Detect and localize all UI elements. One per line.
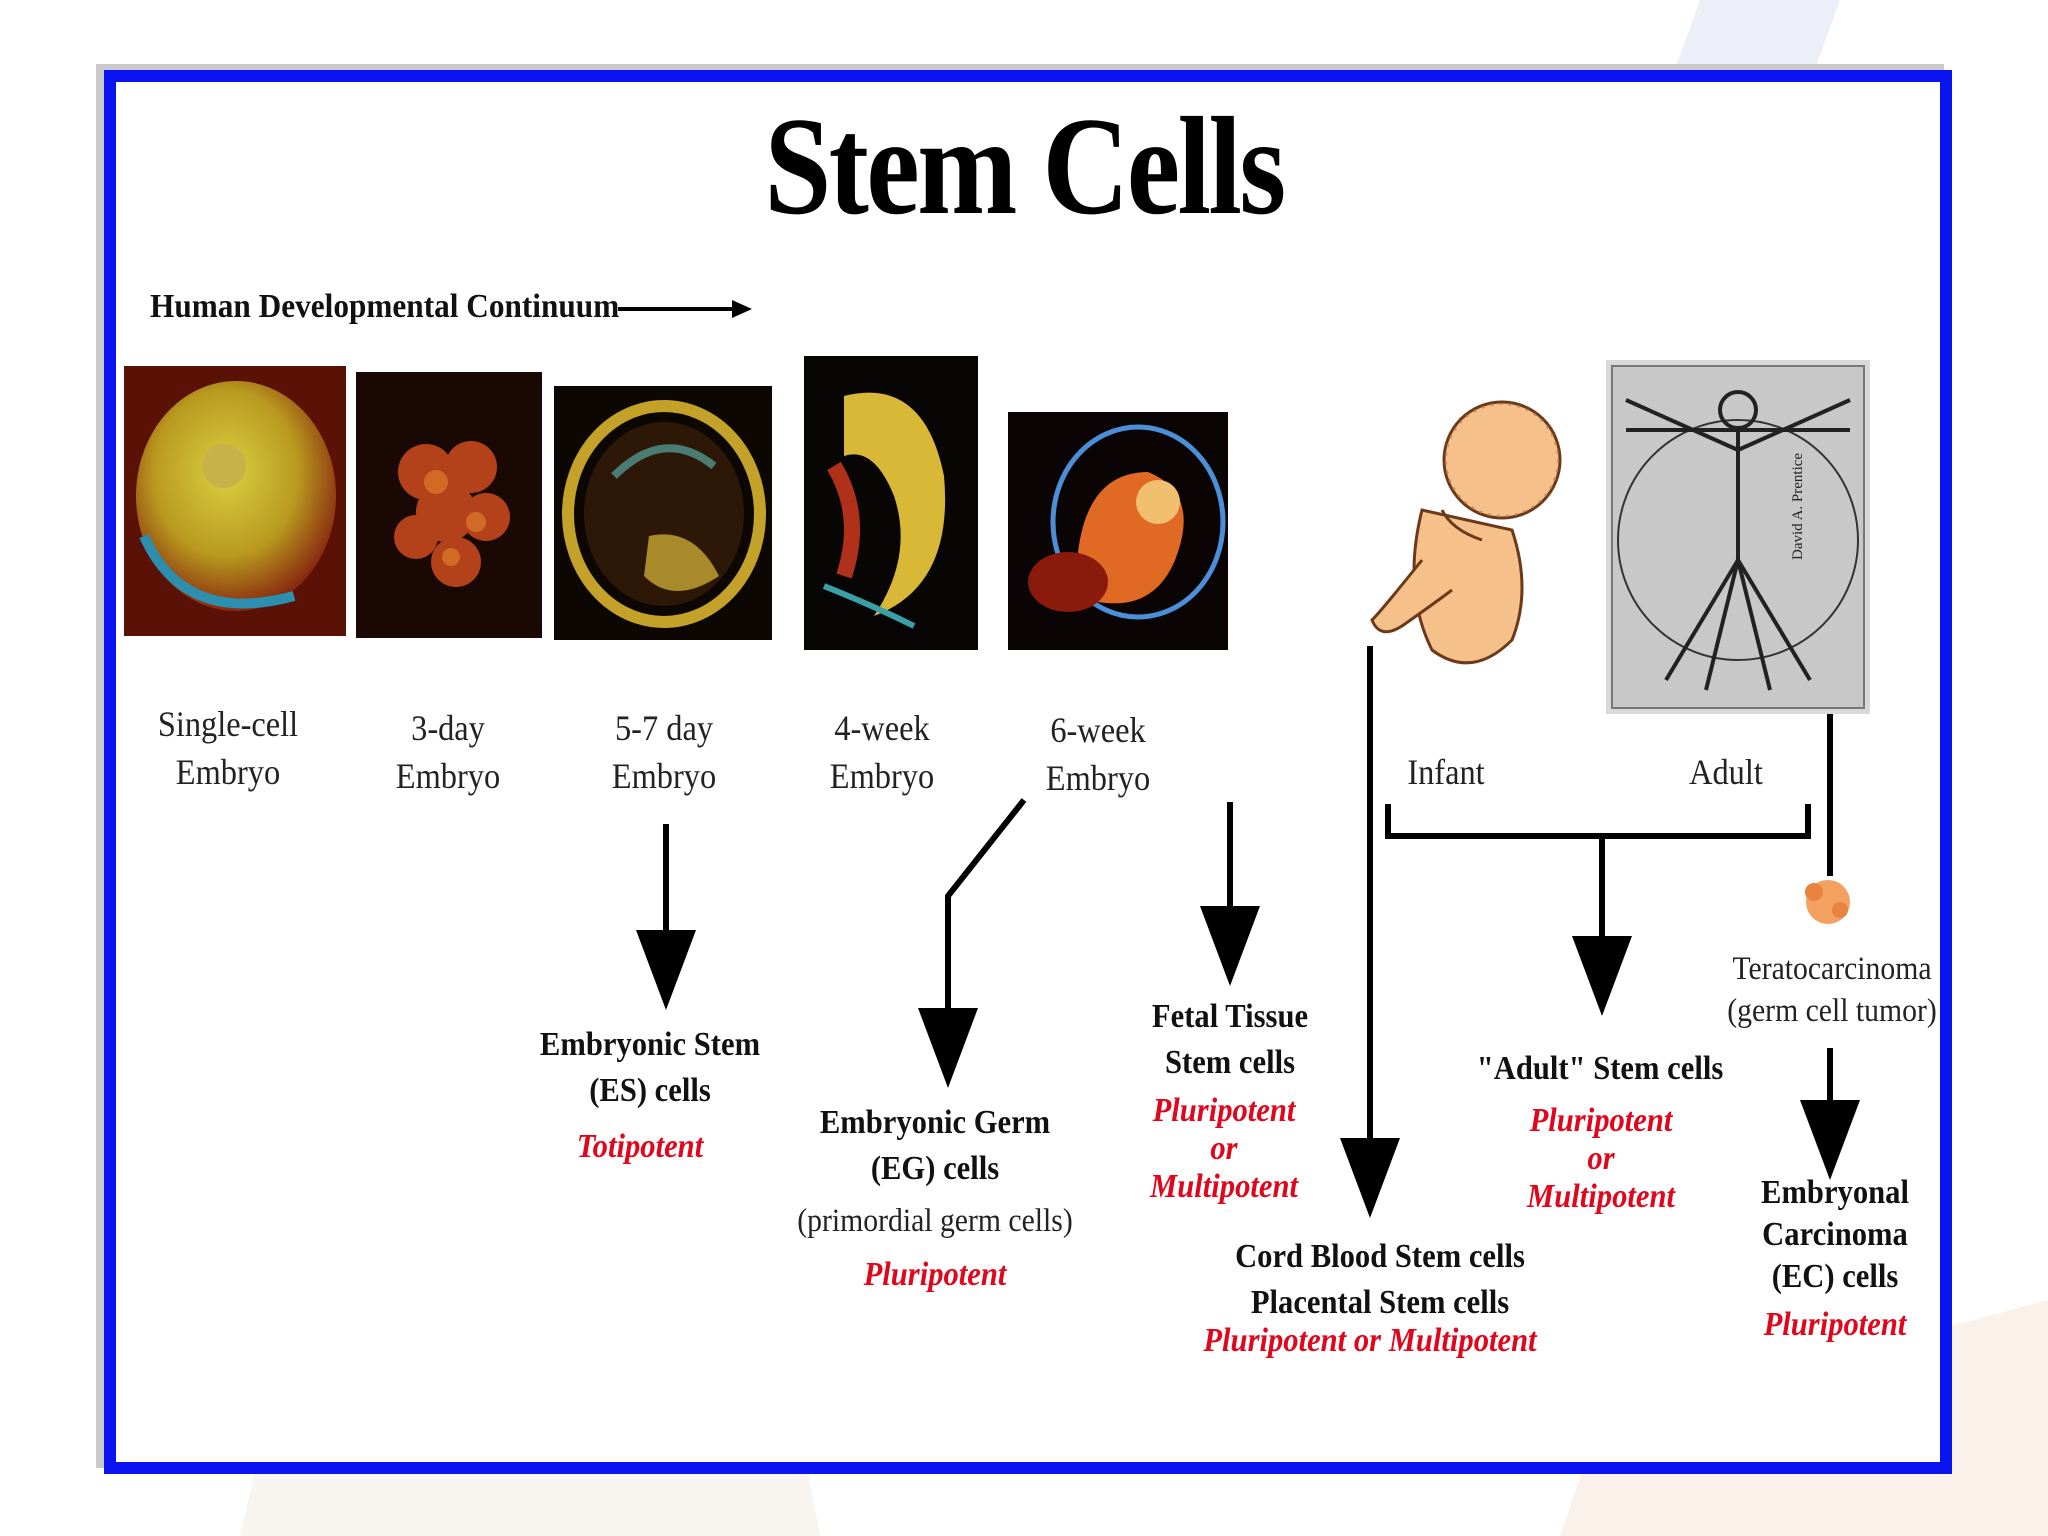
- eg-cells-note: (primordial germ cells): [797, 1203, 1073, 1239]
- cord-placental-cells-name: Cord Blood Stem cells Placental Stem cel…: [1235, 1238, 1525, 1321]
- slide-frame: [104, 70, 1952, 1474]
- arrow-cord-head: [1340, 1138, 1400, 1218]
- page-title: Stem Cells: [764, 89, 1286, 244]
- adult-vitruvian-illustration: [1606, 360, 1870, 714]
- arrow-adult-head: [1572, 936, 1632, 1016]
- eg-cells-name: Embryonic Germ (EG) cells: [819, 1104, 1051, 1187]
- arrow-ec-head: [1800, 1100, 1860, 1180]
- teratocarcinoma-label: Teratocarcinoma (germ cell tumor): [1727, 951, 1937, 1029]
- embryo-image-single-cell: [124, 366, 346, 636]
- arrow-eg-line: [945, 798, 1027, 1016]
- bracket-infant-adult: [1385, 804, 1811, 839]
- embryo-image-4-week: [804, 356, 978, 650]
- fetal-cells-potency: Pluripotent or Multipotent: [1150, 1092, 1298, 1205]
- continuum-arrow-icon: [618, 300, 752, 318]
- stage-label-infant: Infant: [1407, 752, 1485, 792]
- infant-illustration: [1370, 400, 1562, 665]
- arrow-eg-head: [918, 1008, 978, 1088]
- tumor-blob: [1805, 880, 1850, 924]
- ec-cells-potency: Pluripotent: [1763, 1306, 1907, 1343]
- arrow-fetal-head: [1200, 906, 1260, 986]
- arrow-es-head: [636, 930, 696, 1010]
- stage-label-adult: Adult: [1689, 752, 1763, 792]
- embryo-image-3-day: [356, 372, 542, 638]
- cord-placental-cells-potency: Pluripotent or Multipotent: [1203, 1322, 1537, 1359]
- eg-cells-potency: Pluripotent: [863, 1256, 1007, 1293]
- ec-cells-name: Embryonal Carcinoma (EC) cells: [1761, 1174, 1909, 1295]
- embryo-image-6-week: [1008, 412, 1228, 650]
- embryo-image-5-7-day: [554, 386, 772, 640]
- es-cells-name: Embryonic Stem (ES) cells: [539, 1026, 761, 1109]
- fetal-cells-name: Fetal Tissue Stem cells: [1151, 998, 1309, 1081]
- adult-stem-cells-potency: Pluripotent or Multipotent: [1527, 1102, 1675, 1215]
- es-cells-potency: Totipotent: [576, 1128, 704, 1165]
- adult-stem-cells-name: "Adult" Stem cells: [1476, 1050, 1724, 1087]
- continuum-label: Human Developmental Continuum: [150, 288, 620, 325]
